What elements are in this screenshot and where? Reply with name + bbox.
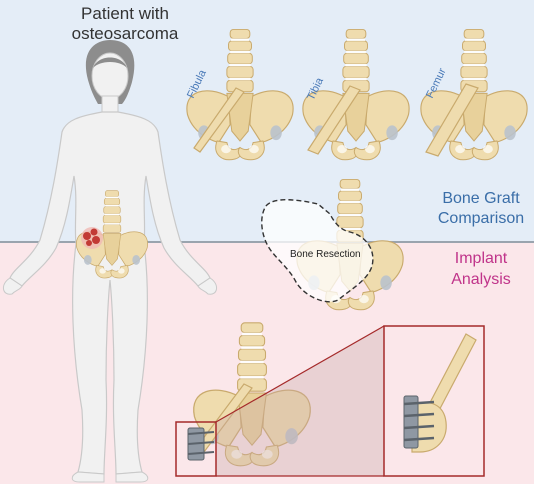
patient-title-line2: osteosarcoma — [71, 24, 179, 43]
tibia-graft-pelvis — [302, 28, 410, 161]
patient-figure — [3, 40, 217, 483]
resection-pelvis — [261, 178, 404, 311]
bone-graft-heading-line2: Comparison — [437, 210, 525, 227]
fibula-graft-pelvis — [186, 28, 294, 161]
bone-graft-heading-line1: Bone Graft — [442, 190, 520, 207]
patient-title-line1: Patient with — [81, 4, 169, 23]
tumor-mass — [81, 227, 103, 249]
femur-graft-pelvis — [420, 28, 528, 161]
implant-heading-line2: Analysis — [451, 271, 511, 288]
resection-outline — [261, 199, 374, 303]
bone-resection-label: Bone Resection — [290, 249, 361, 260]
implant-heading-line1: Implant — [454, 250, 508, 267]
zoom-source-box — [175, 421, 217, 477]
implant-detail — [403, 333, 477, 453]
